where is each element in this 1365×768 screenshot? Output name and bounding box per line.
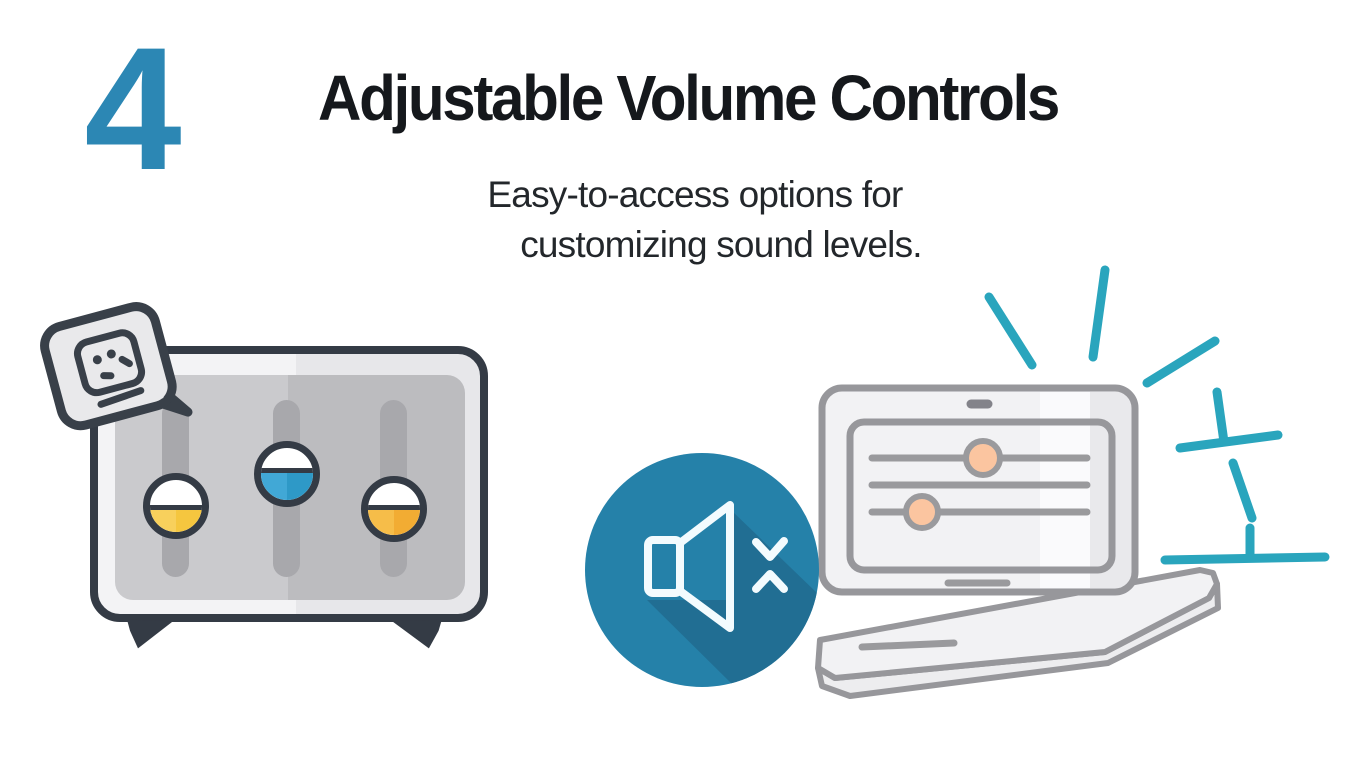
speaker-box xyxy=(644,536,684,597)
screen-slider-knob-1 xyxy=(963,438,1003,478)
caption-card-icon xyxy=(73,329,146,397)
mixer-illustration xyxy=(30,300,500,665)
subtitle: Easy-to-access options for customizing s… xyxy=(395,170,995,270)
ray xyxy=(1088,265,1110,362)
caption-dot xyxy=(106,349,116,359)
step-number: 4 xyxy=(84,12,182,207)
ray xyxy=(1142,336,1220,388)
caption-underline xyxy=(97,387,145,408)
ray xyxy=(1175,430,1283,453)
slider-knob-yellow xyxy=(143,473,209,539)
caption-dash xyxy=(118,355,133,368)
trackpad-dash xyxy=(858,639,958,651)
mixer-foot-left xyxy=(127,619,173,649)
mixer-foot-right xyxy=(392,619,442,649)
mute-chevron-up xyxy=(752,570,788,593)
bubble-seam-patch xyxy=(137,380,164,404)
caption-dash xyxy=(100,372,115,380)
screen-slider-knob-2 xyxy=(903,493,941,531)
sound-burst-rays xyxy=(984,265,1330,565)
laptop-base-top xyxy=(815,567,1220,681)
page-title: Adjustable Volume Controls xyxy=(318,62,1060,134)
ray xyxy=(984,292,1037,370)
knob-fill xyxy=(261,467,313,500)
subtitle-line-2: customizing sound levels. xyxy=(520,224,922,265)
speech-bubble-icon xyxy=(40,302,193,431)
laptop-lid-outline xyxy=(818,384,1139,596)
caption-dot xyxy=(92,355,102,365)
ray xyxy=(1160,552,1330,565)
knob-fill xyxy=(368,504,420,535)
speaker-badge xyxy=(585,453,819,687)
screen-panel xyxy=(846,418,1116,574)
bubble-body xyxy=(40,302,177,431)
ray xyxy=(1212,387,1229,447)
knob-fill xyxy=(150,505,202,532)
subtitle-line-1: Easy-to-access options for xyxy=(487,174,903,215)
speaker-horn xyxy=(676,501,734,632)
slider-knob-blue xyxy=(254,441,320,507)
muted-speaker-icon xyxy=(644,501,817,685)
mute-chevron-down xyxy=(752,537,788,561)
slider-knob-orange xyxy=(361,476,427,542)
laptop-illustration xyxy=(815,384,1221,699)
ray xyxy=(1228,458,1257,523)
